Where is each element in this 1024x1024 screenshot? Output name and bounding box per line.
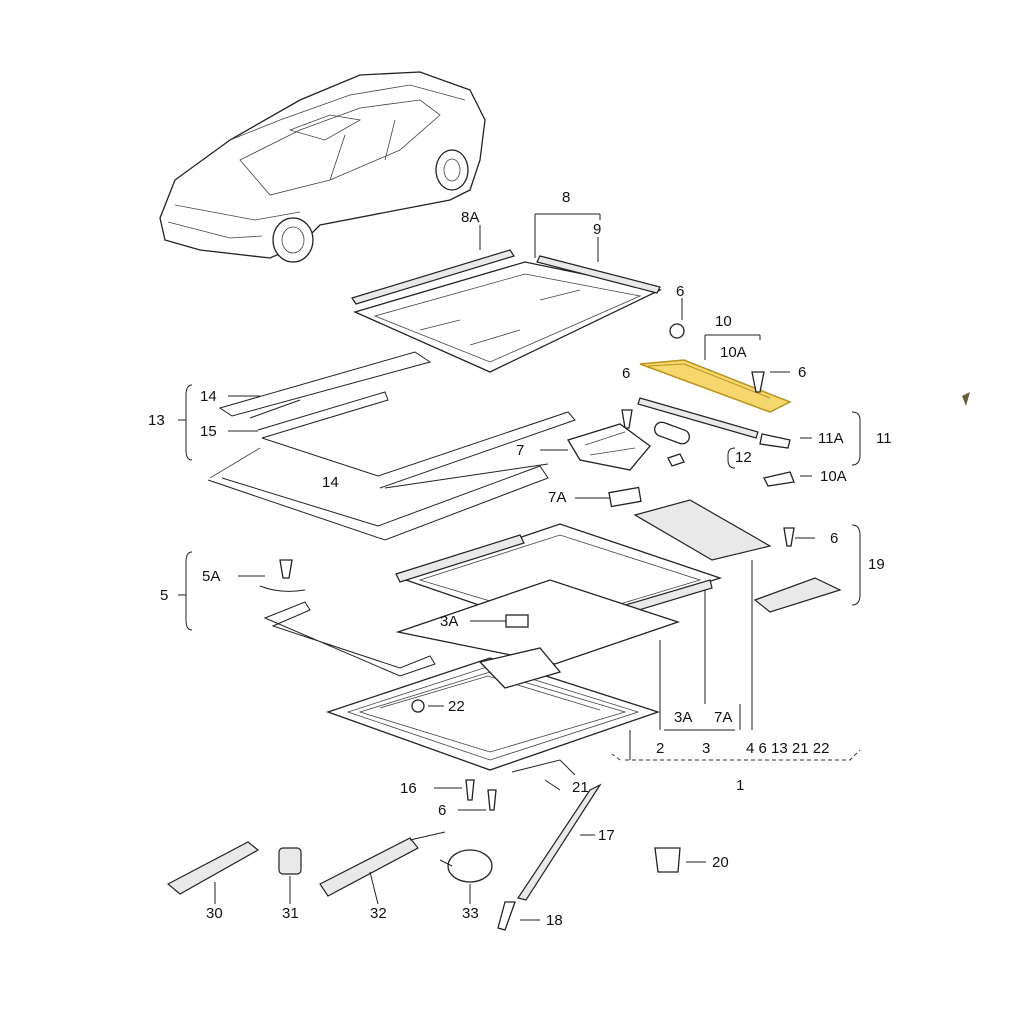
label-13: 13 [148, 412, 165, 429]
bolt-5A [279, 559, 293, 579]
label-33: 33 [462, 905, 479, 922]
label-3A-bottom: 3A [674, 709, 692, 726]
seal-strip-9 [536, 255, 661, 294]
label-10A-bottom: 10A [820, 468, 847, 485]
motor-7 [567, 423, 651, 471]
bolt-6e [487, 789, 497, 811]
label-11A: 11A [818, 430, 844, 447]
label-30: 30 [206, 905, 223, 922]
label-18: 18 [546, 912, 563, 929]
label-3A: 3A [440, 613, 458, 630]
label-14b: 14 [322, 474, 339, 491]
base-frame [326, 647, 681, 931]
label-7: 7 [516, 442, 524, 459]
label-8A: 8A [461, 209, 479, 226]
clip-11A [759, 433, 791, 449]
glass-panel-group [351, 213, 685, 373]
label-11: 11 [876, 430, 892, 447]
seal-frames [207, 351, 576, 541]
label-7A: 7A [548, 489, 566, 506]
tube-30 [166, 841, 260, 895]
side-hardware [567, 371, 842, 613]
label-4-group: 4 6 13 21 22 [746, 740, 829, 757]
jar-31 [278, 847, 302, 875]
label-6d: 6 [830, 530, 838, 547]
bolt-6d [783, 527, 795, 547]
label-16: 16 [400, 780, 417, 797]
label-2: 2 [656, 740, 664, 757]
rail-11 [637, 397, 759, 439]
label-14a: 14 [200, 388, 217, 405]
part-22 [411, 699, 425, 713]
seal-strip-8A [351, 249, 515, 305]
label-6e: 6 [438, 802, 446, 819]
drain-18 [497, 901, 516, 931]
seal-5 [259, 559, 436, 677]
label-6c: 6 [622, 365, 630, 382]
label-17: 17 [598, 827, 615, 844]
bolt-6b [751, 371, 765, 393]
label-7A-bottom: 7A [714, 709, 732, 726]
label-15: 15 [200, 423, 217, 440]
label-3: 3 [702, 740, 710, 757]
service-items [166, 831, 493, 897]
bolt-6a [669, 323, 685, 339]
label-10: 10 [715, 313, 732, 330]
clip-20 [654, 847, 681, 873]
leader-lines [178, 371, 861, 921]
callout-labels: 8A 8 9 6 10 10A 6 6 13 14 15 14 7 7A 11A… [148, 189, 892, 929]
label-8: 8 [562, 189, 570, 206]
label-10A-top: 10A [720, 344, 747, 361]
main-frame [395, 523, 723, 665]
label-31: 31 [282, 905, 299, 922]
clip-3A [505, 614, 529, 628]
bolt-6c [621, 409, 633, 429]
screw-12 [667, 453, 685, 467]
label-21: 21 [572, 779, 589, 796]
bracket-7A [608, 486, 642, 508]
label-5: 5 [160, 587, 168, 604]
plate-19a [633, 499, 772, 561]
label-1: 1 [736, 777, 744, 794]
cover-19 [753, 577, 842, 613]
label-32: 32 [370, 905, 387, 922]
clip-10A [763, 471, 795, 487]
label-5A: 5A [202, 568, 220, 585]
label-9: 9 [593, 221, 601, 238]
stray-mark [962, 392, 970, 406]
highlighted-bracket-10A[interactable] [639, 359, 792, 413]
label-12: 12 [735, 449, 752, 466]
label-20: 20 [712, 854, 729, 871]
bolt-16 [465, 779, 475, 801]
cartridge-32 [319, 837, 419, 897]
label-22: 22 [448, 698, 465, 715]
ring-33 [447, 849, 493, 883]
car-illustration [159, 71, 486, 263]
drain-17 [517, 783, 602, 901]
label-6a: 6 [676, 283, 684, 300]
label-19: 19 [868, 556, 885, 573]
label-6b: 6 [798, 364, 806, 381]
